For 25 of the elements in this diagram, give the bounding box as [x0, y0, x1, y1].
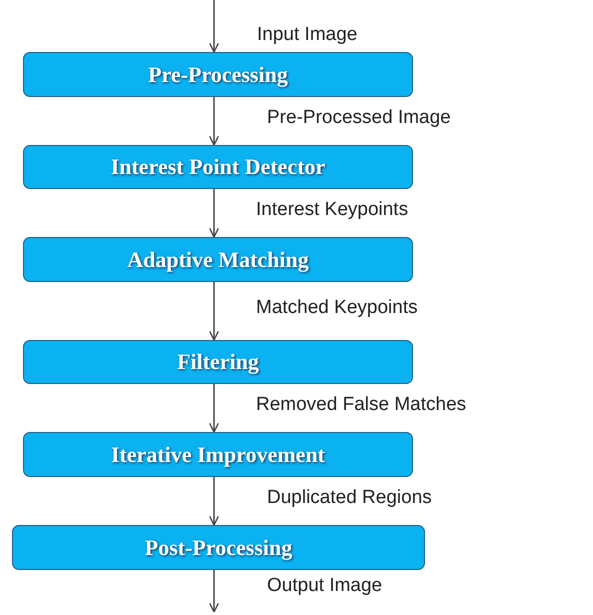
arrow	[208, 189, 220, 238]
edge-label: Input Image	[256, 24, 358, 46]
process-box	[23, 340, 413, 384]
edge-label: Duplicated Regions	[266, 487, 433, 509]
process-label: Filtering	[177, 349, 259, 375]
process-box	[12, 525, 425, 570]
edge-label: Output Image	[266, 575, 384, 597]
arrow	[208, 97, 220, 146]
process-label: Post-Processing	[144, 534, 292, 560]
process-label: Iterative Improvement	[110, 442, 326, 468]
process-label: Adaptive Matching	[127, 246, 309, 272]
arrow	[208, 0, 220, 53]
arrow	[208, 477, 220, 526]
edge-label: Matched Keypoints	[255, 297, 419, 319]
arrow	[208, 384, 220, 433]
process-box	[23, 52, 413, 97]
arrow	[208, 570, 220, 613]
process-box	[23, 432, 413, 477]
process-box	[23, 145, 413, 189]
arrow	[208, 282, 220, 341]
process-label: Interest Point Detector	[110, 154, 326, 180]
edge-label: Interest Keypoints	[255, 199, 410, 221]
process-label: Pre-Processing	[148, 62, 288, 88]
edge-label: Pre-Processed Image	[266, 107, 452, 129]
process-box	[23, 237, 413, 282]
